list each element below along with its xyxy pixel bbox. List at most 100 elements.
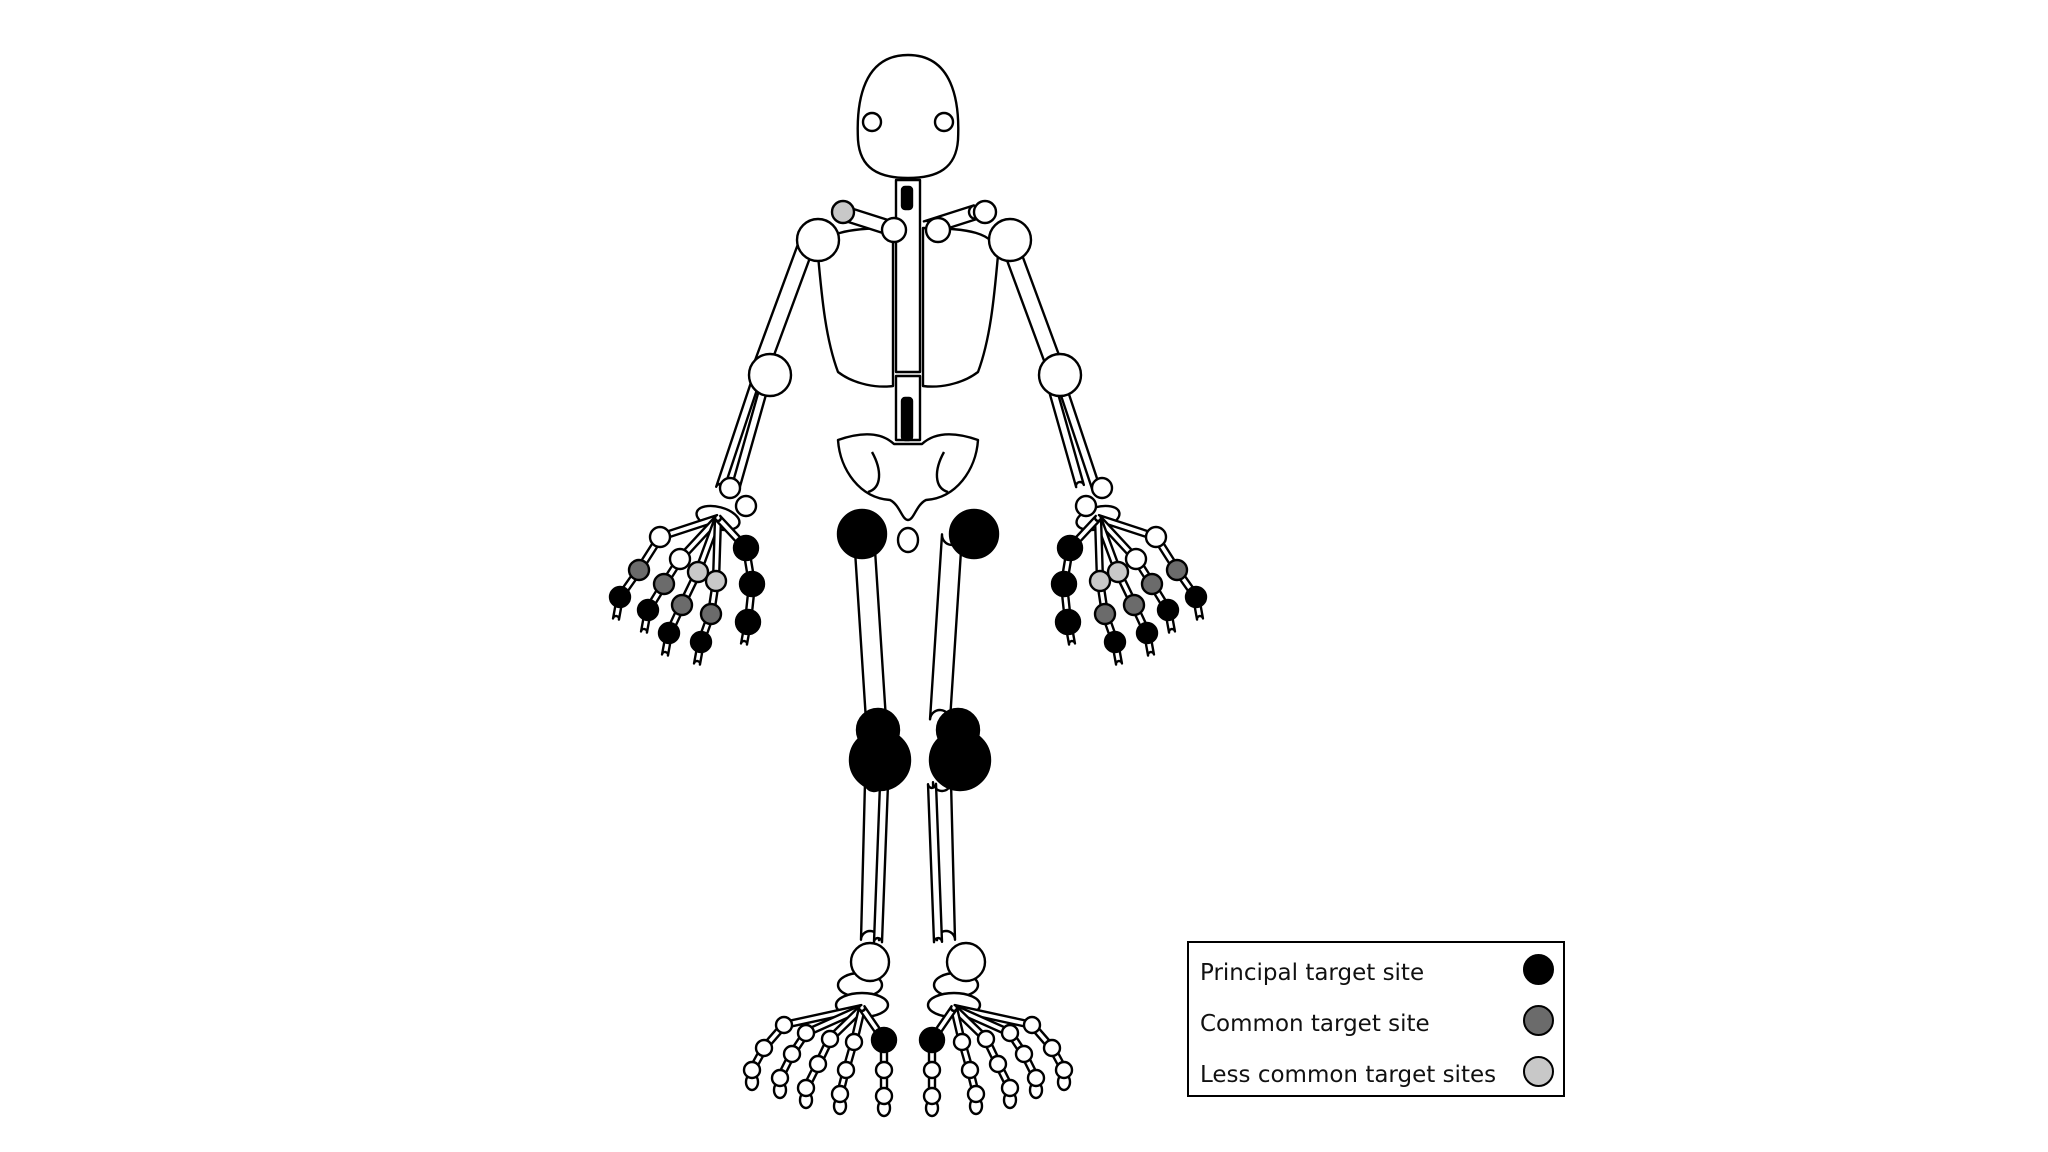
elbow-left	[747, 352, 793, 398]
toe-joint-right-3-3	[1000, 1078, 1020, 1098]
finger-joint-right-3-1	[1106, 560, 1130, 584]
finger-joint-left-2-1	[668, 547, 692, 571]
coccyx	[896, 526, 920, 554]
wrist-right-1	[1090, 476, 1114, 500]
sternoclavicular-left	[880, 216, 908, 244]
ankle-left	[849, 941, 891, 983]
toe-joint-left-1-2	[754, 1038, 774, 1058]
femur-right	[928, 533, 964, 722]
wrist-left-1	[718, 476, 742, 500]
toe-joint-left-2-2	[782, 1044, 802, 1064]
pelvis-inner-right	[935, 451, 949, 494]
fibula-right	[926, 782, 944, 944]
toe-joint-left-2-3	[770, 1068, 790, 1088]
toe-joint-right-2-1	[1000, 1023, 1020, 1043]
toe-joint-right-4-3	[966, 1084, 986, 1104]
finger-joint-right-1-3	[1184, 585, 1208, 609]
finger-joint-left-4-3	[689, 630, 713, 654]
legend-item-common: Common target site	[1189, 1002, 1563, 1042]
finger-joint-left-1-1	[648, 525, 672, 549]
acromioclavicular-left	[830, 199, 856, 225]
toe-joint-left-5-2	[874, 1060, 894, 1080]
legend-item-principal: Principal target site	[1189, 951, 1563, 991]
finger-joint-left-1-3	[608, 585, 632, 609]
skull	[856, 53, 960, 180]
finger-joint-left-3-3	[657, 621, 681, 645]
ankle-right	[945, 941, 987, 983]
toe-joint-right-3-2	[988, 1054, 1008, 1074]
wrist-left-2	[734, 494, 758, 518]
hip-left	[836, 508, 888, 560]
wrist-right-2	[1074, 494, 1098, 518]
toe-joint-right-3-1	[976, 1029, 996, 1049]
shoulder-right	[987, 217, 1033, 263]
toe-joint-right-1-2	[1042, 1038, 1062, 1058]
legend-label-less-common: Less common target sites	[1200, 1062, 1497, 1088]
skeleton-bones	[611, 53, 1205, 1118]
finger-joint-right-3-3	[1135, 621, 1159, 645]
legend-dot-common	[1523, 1005, 1554, 1036]
ear-left	[861, 111, 883, 133]
toe-joint-right-2-2	[1014, 1044, 1034, 1064]
toe-joint-right-2-3	[1026, 1068, 1046, 1088]
finger-joint-right-2-3	[1156, 598, 1180, 622]
finger-joint-left-5-2	[738, 570, 766, 598]
knee-right	[928, 728, 992, 792]
toe-joint-right-1-3	[1054, 1060, 1074, 1080]
hip-right	[948, 508, 1000, 560]
toe-joint-left-4-2	[836, 1060, 856, 1080]
finger-joint-left-2-3	[636, 598, 660, 622]
legend-dot-less-common	[1523, 1056, 1554, 1087]
toe-joint-right-4-2	[960, 1060, 980, 1080]
knee-left	[848, 728, 912, 792]
finger-joint-left-4-2	[699, 602, 723, 626]
toe-joint-left-1-1	[774, 1015, 794, 1035]
finger-joint-right-2-2	[1140, 572, 1164, 596]
skeleton-joints	[608, 111, 1208, 1106]
toe-joint-right-5-2	[922, 1060, 942, 1080]
toe-joint-right-1-1	[1022, 1015, 1042, 1035]
toe-joint-right-5-1	[918, 1026, 946, 1054]
ear-right	[933, 111, 955, 133]
sternoclavicular-right	[924, 216, 952, 244]
toe-joint-left-4-1	[844, 1032, 864, 1052]
finger-joint-right-4-1	[1088, 569, 1112, 593]
finger-joint-left-5-1	[732, 534, 760, 562]
shoulder-left	[795, 217, 841, 263]
finger-joint-right-5-2	[1050, 570, 1078, 598]
finger-joint-left-4-1	[704, 569, 728, 593]
finger-joint-right-3-2	[1122, 593, 1146, 617]
finger-joint-left-3-1	[686, 560, 710, 584]
finger-joint-right-1-2	[1165, 558, 1189, 582]
toe-joint-right-4-1	[952, 1032, 972, 1052]
finger-joint-left-2-2	[652, 572, 676, 596]
finger-joint-right-4-2	[1093, 602, 1117, 626]
toe-joint-left-4-3	[830, 1084, 850, 1104]
toe-joint-right-5-3	[922, 1086, 942, 1106]
toe-joint-left-5-3	[874, 1086, 894, 1106]
toe-joint-left-2-1	[796, 1023, 816, 1043]
finger-joint-right-5-1	[1056, 534, 1084, 562]
spine-lesion-cervical	[900, 185, 914, 211]
legend-label-common: Common target site	[1200, 1011, 1430, 1037]
legend-label-principal: Principal target site	[1200, 960, 1425, 986]
legend-dot-principal	[1523, 954, 1554, 985]
finger-joint-left-3-2	[670, 593, 694, 617]
finger-joint-right-1-1	[1144, 525, 1168, 549]
legend: Principal target site Common target site…	[1187, 941, 1565, 1097]
acromioclavicular-right	[972, 199, 998, 225]
finger-joint-right-2-1	[1124, 547, 1148, 571]
ribcage-right	[921, 226, 1000, 388]
ribcage-left	[816, 226, 895, 388]
femur-left	[852, 533, 888, 722]
legend-item-less-common: Less common target sites	[1189, 1053, 1563, 1093]
elbow-right	[1037, 352, 1083, 398]
toe-joint-left-1-3	[742, 1060, 762, 1080]
spine-lesion-lumbar	[900, 396, 914, 442]
finger-joint-left-5-3	[734, 608, 762, 636]
toe-joint-left-3-2	[808, 1054, 828, 1074]
finger-joint-right-4-3	[1103, 630, 1127, 654]
toe-joint-left-3-3	[796, 1078, 816, 1098]
